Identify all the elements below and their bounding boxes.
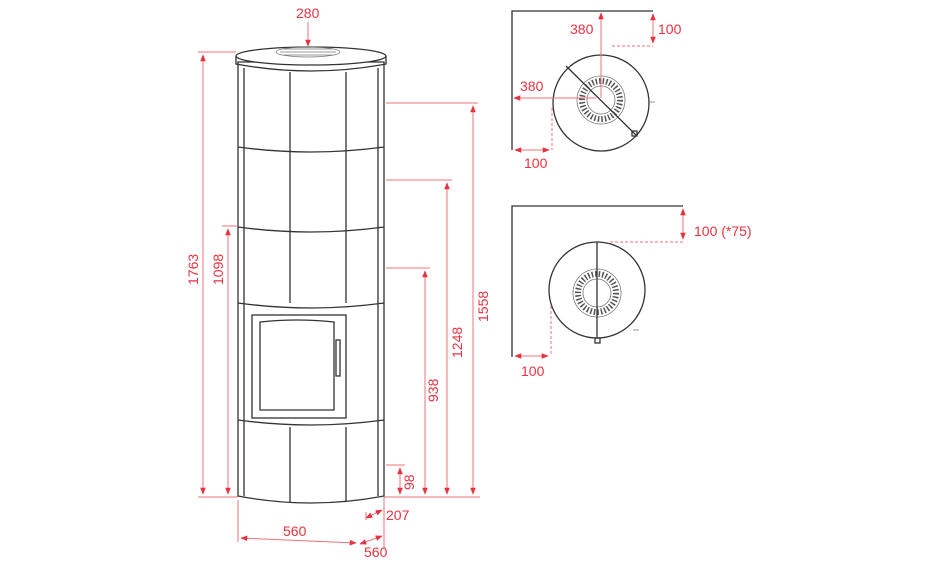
- dim-1558: 1558: [475, 291, 491, 322]
- dim-100-back: 100: [658, 21, 682, 37]
- door-glass: [259, 319, 335, 411]
- door-handle: [335, 339, 341, 377]
- top-view-wall: 100 (*75) 100: [511, 205, 752, 379]
- dim-207: 207: [386, 507, 410, 523]
- dim-938: 938: [425, 378, 441, 402]
- stove-front-view: [235, 46, 387, 504]
- dim-1763: 1763: [185, 254, 201, 285]
- top-grate: [275, 46, 341, 58]
- dim-100-side-2: 100: [521, 363, 545, 379]
- dim-1248: 1248: [449, 327, 465, 358]
- dim-100-75-back: 100 (*75): [694, 223, 752, 239]
- door: [251, 314, 347, 419]
- front-dimensions: 280 1763 1098 1558 1248 938 98 207 560 5…: [185, 5, 491, 560]
- dim-100-side: 100: [524, 155, 548, 171]
- dim-380-side: 380: [520, 78, 544, 94]
- dim-380-back: 380: [570, 21, 594, 37]
- dim-1098: 1098: [210, 254, 226, 285]
- dim-98: 98: [401, 474, 417, 490]
- top-view-corner: 380 100 380 100: [511, 10, 682, 171]
- dim-560-depth: 560: [364, 544, 388, 560]
- dim-280: 280: [296, 5, 320, 21]
- dim-560-width: 560: [283, 523, 307, 539]
